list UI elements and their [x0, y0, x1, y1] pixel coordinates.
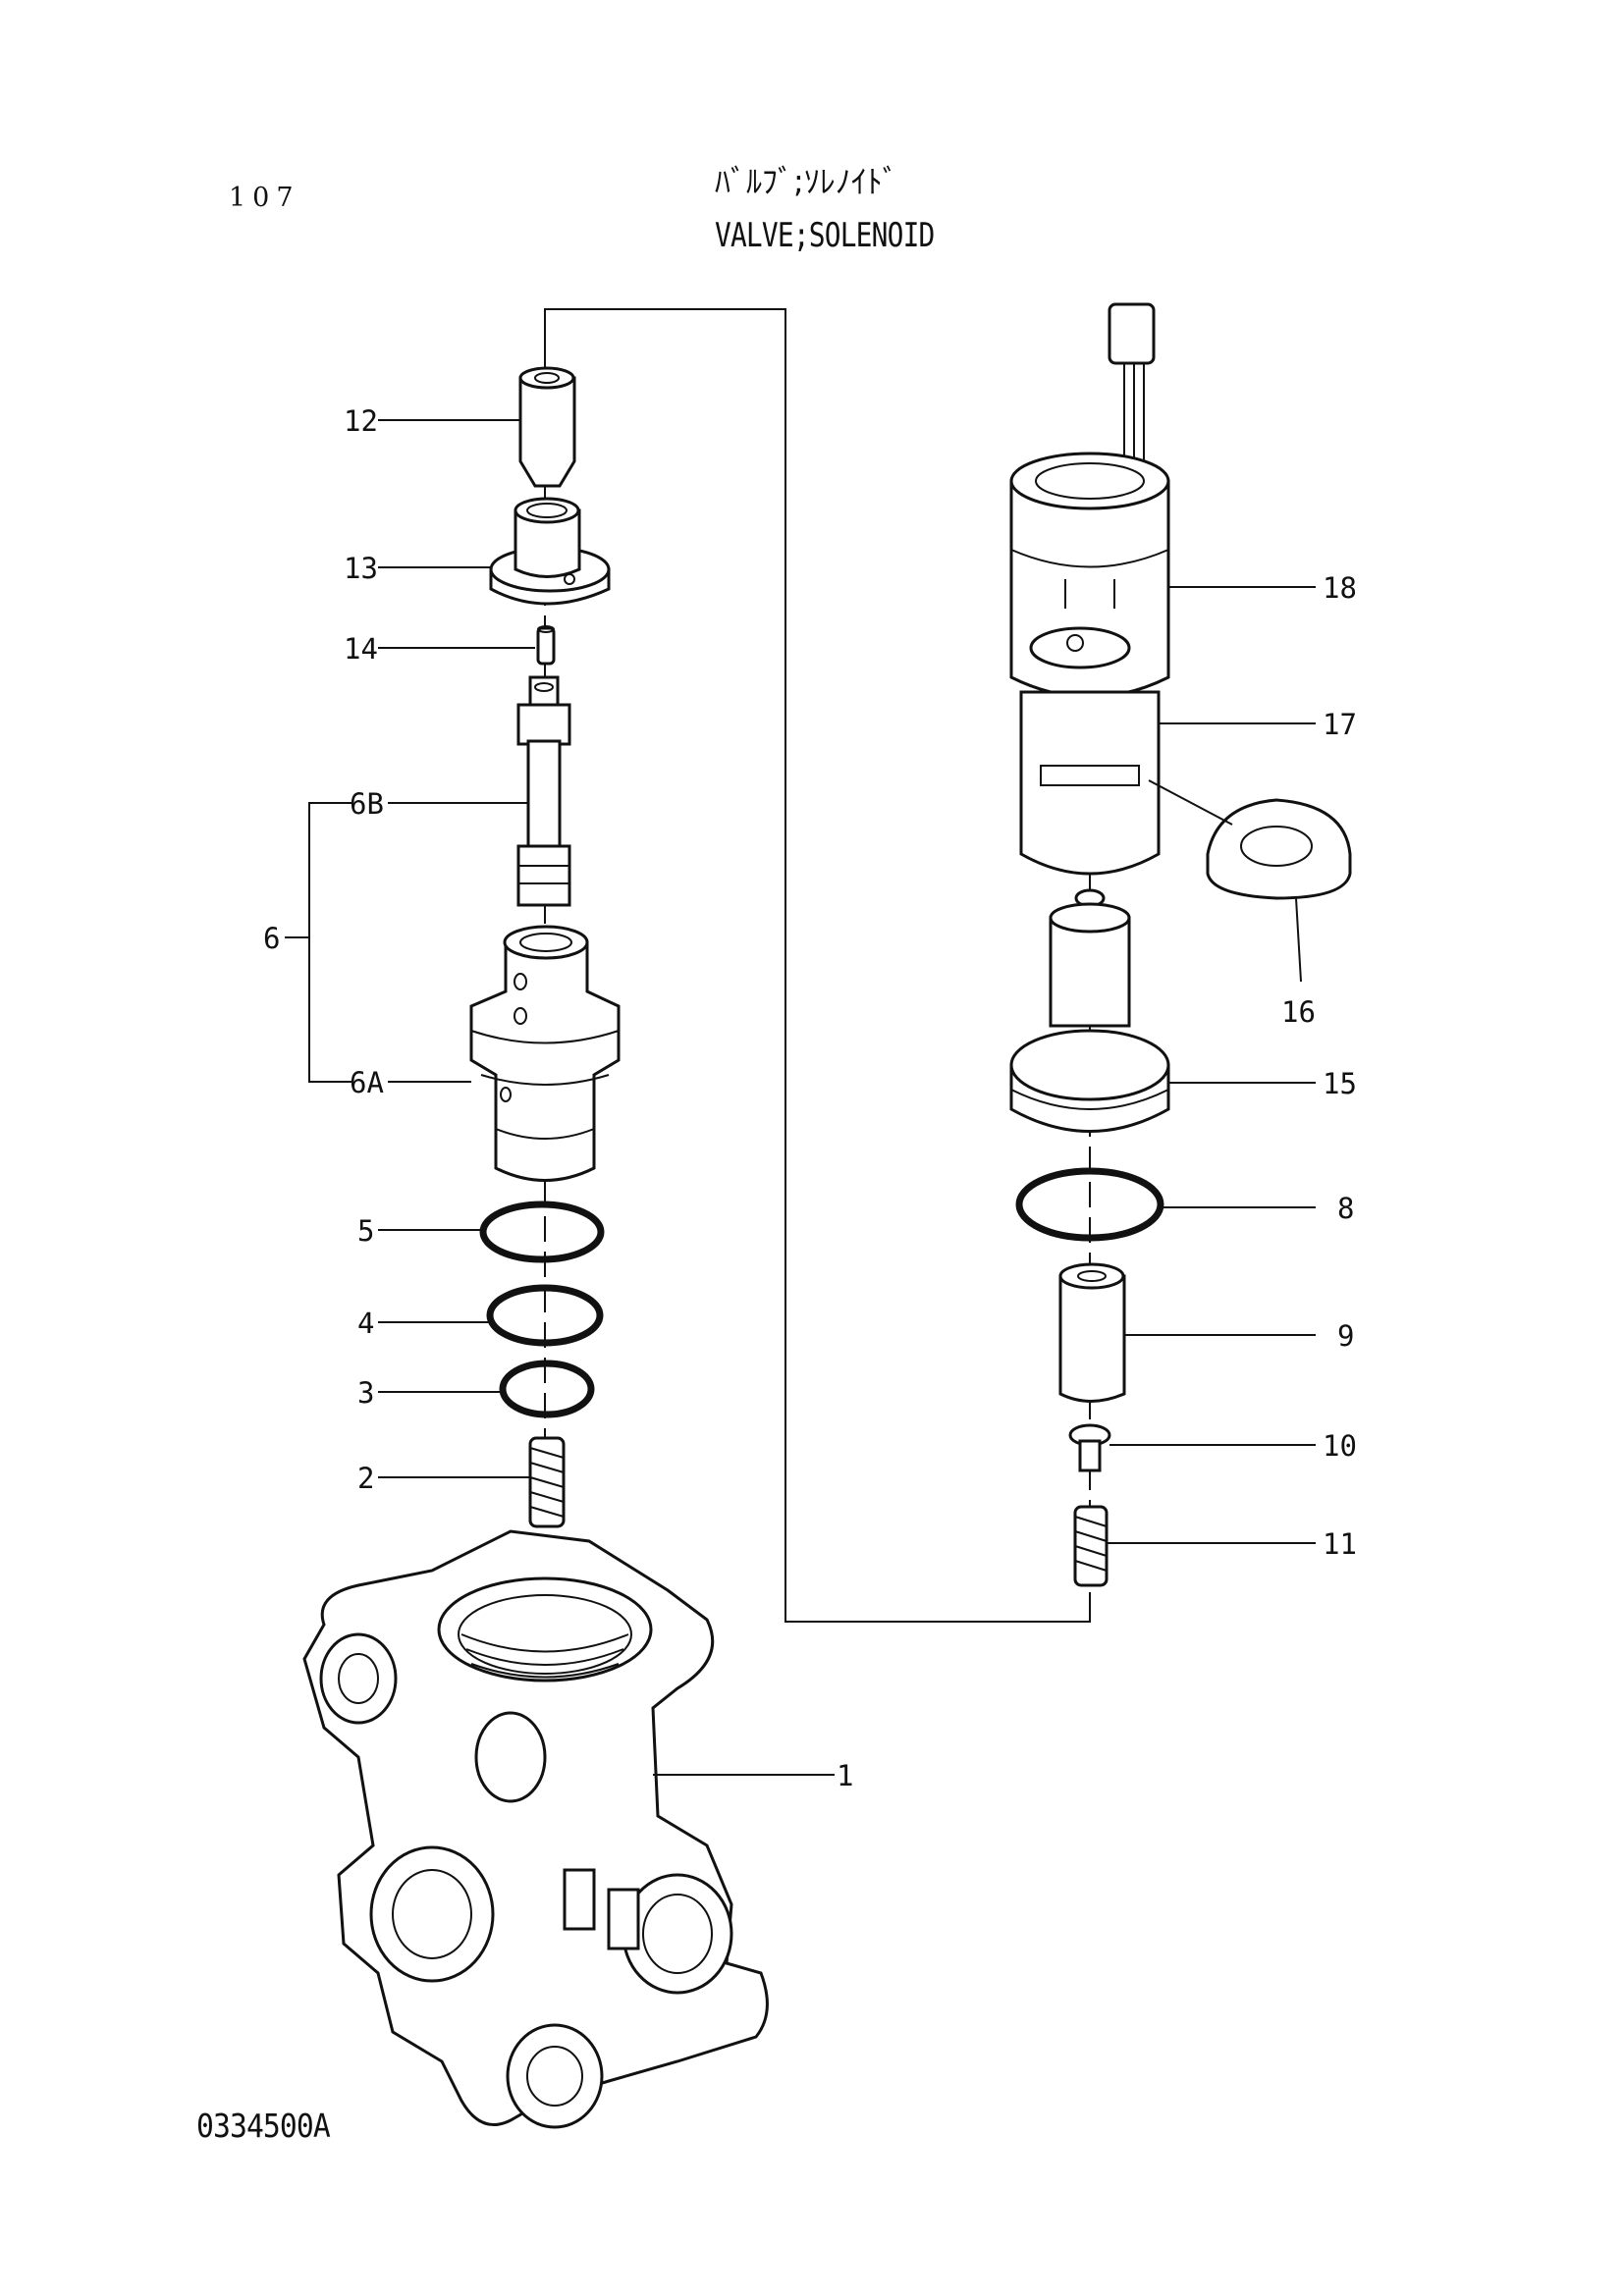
- part-11-spring: [1073, 1505, 1109, 1587]
- page-number: 107: [229, 183, 300, 213]
- part-15-guide: [1009, 902, 1170, 1133]
- callout-6B: 6B: [350, 787, 384, 821]
- part-4-o-ring: [486, 1284, 604, 1347]
- title-english: VALVE;SOLENOID: [715, 216, 935, 255]
- callout-17: 17: [1323, 708, 1357, 741]
- callout-14: 14: [344, 632, 378, 666]
- part-13-flange: [489, 497, 611, 606]
- part-8-o-ring: [1015, 1167, 1164, 1242]
- part-17-lower-housing: [1019, 690, 1161, 908]
- part-2-spring: [528, 1436, 566, 1528]
- callout-6: 6: [263, 922, 280, 955]
- callout-10: 10: [1323, 1429, 1357, 1463]
- part-10-seat: [1068, 1423, 1111, 1472]
- callout-4: 4: [357, 1307, 374, 1340]
- part-5-o-ring: [479, 1201, 605, 1263]
- callout-3: 3: [357, 1376, 374, 1410]
- title-japanese: ﾊﾞﾙﾌﾞ;ｿﾚﾉｲﾄﾞ: [715, 163, 898, 200]
- callout-12: 12: [344, 404, 378, 438]
- callout-8: 8: [1337, 1192, 1354, 1225]
- drawing-code: 0334500A: [196, 2107, 331, 2145]
- callout-11: 11: [1323, 1527, 1357, 1561]
- callout-9: 9: [1337, 1319, 1354, 1353]
- part-9-plunger: [1058, 1262, 1126, 1403]
- part-6B-spool: [516, 675, 571, 907]
- callout-18: 18: [1323, 571, 1357, 605]
- callout-15: 15: [1323, 1067, 1357, 1100]
- part-14-pin: [536, 625, 556, 666]
- callout-5: 5: [357, 1214, 374, 1248]
- callout-16: 16: [1281, 995, 1316, 1029]
- part-12-tip: [518, 366, 576, 488]
- callout-2: 2: [357, 1462, 374, 1495]
- assembly-connector-line: [544, 308, 1091, 1623]
- part-6A-sleeve: [469, 925, 621, 1182]
- callout-13: 13: [344, 552, 378, 585]
- part-1-valve-body: [302, 1529, 769, 2129]
- callout-1: 1: [837, 1759, 853, 1792]
- callout-6A: 6A: [350, 1066, 384, 1099]
- part-3-o-ring: [499, 1360, 595, 1418]
- part-18-coil-housing: [1009, 302, 1170, 699]
- part-16-washer: [1206, 798, 1352, 900]
- leader-6-bracket: [285, 802, 353, 1083]
- leader-16: [1148, 779, 1302, 983]
